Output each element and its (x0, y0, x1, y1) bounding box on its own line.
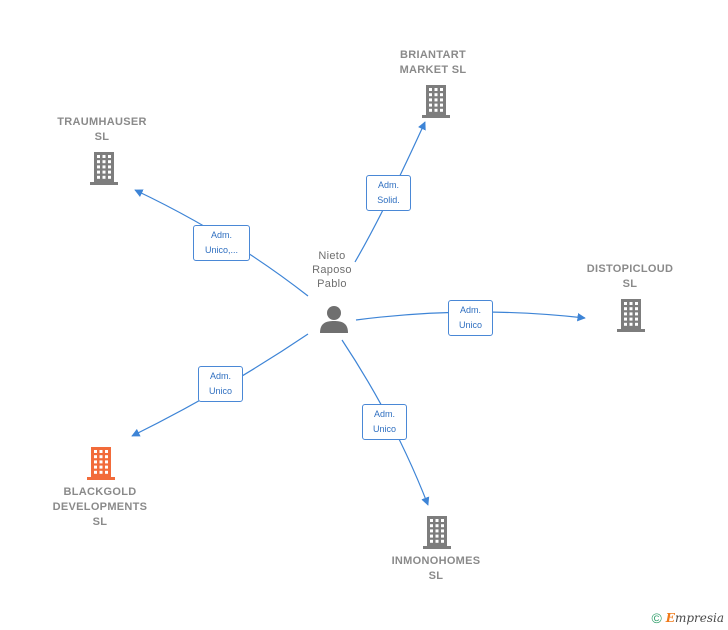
copyright-symbol: © (651, 610, 662, 626)
person-icon[interactable] (319, 304, 349, 334)
building-icon[interactable] (422, 514, 452, 550)
company-name-briantart[interactable]: BRIANTART MARKET SL (399, 49, 467, 76)
role-label-distopicloud[interactable]: Adm. Unico (448, 300, 493, 336)
role-label-briantart[interactable]: Adm. Solid. (366, 175, 411, 211)
building-icon[interactable] (616, 297, 646, 333)
company-name-traumhauser[interactable]: TRAUMHAUSER SL (57, 116, 147, 143)
company-name-inmonohomes[interactable]: INMONOHOMES SL (391, 555, 481, 582)
building-icon[interactable] (86, 445, 116, 481)
building-icon[interactable] (89, 150, 119, 186)
role-label-blackgold[interactable]: Adm. Unico (198, 366, 243, 402)
role-label-traumhauser[interactable]: Adm. Unico,... (193, 225, 250, 261)
company-name-blackgold[interactable]: BLACKGOLD DEVELOPMENTS SL (52, 486, 148, 528)
footer-brand: © Empresia (651, 610, 724, 626)
brand-logo: Empresia (665, 611, 724, 625)
company-name-distopicloud[interactable]: DISTOPICLOUD SL (586, 263, 674, 290)
building-icon[interactable] (421, 83, 451, 119)
role-label-inmonohomes[interactable]: Adm. Unico (362, 404, 407, 440)
person-name[interactable]: Nieto Raposo Pablo (312, 250, 352, 290)
